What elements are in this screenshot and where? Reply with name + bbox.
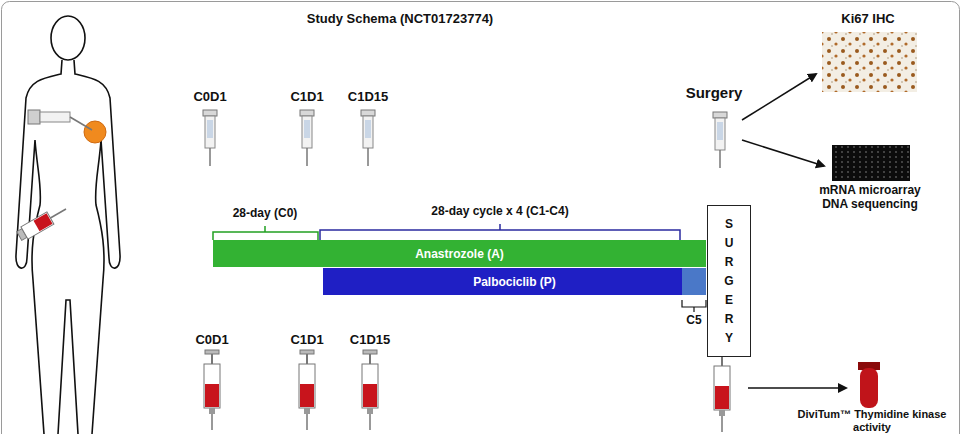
timepoint-label: C0D1 <box>195 333 228 348</box>
cycle-bracket <box>320 224 680 240</box>
blood-syringe-icon <box>16 203 70 242</box>
node-text: Palbociclib (P) <box>473 275 556 289</box>
ki67-stain-image <box>822 32 917 92</box>
leader-arrow <box>742 74 816 120</box>
biopsy-needle-icon <box>28 110 92 130</box>
biopsy-needle <box>203 110 217 166</box>
head-outline <box>51 16 85 60</box>
timepoint-label: C5 <box>686 314 701 328</box>
blood-syringe <box>299 350 315 430</box>
blood-tube <box>858 362 880 408</box>
timepoint-label: 28-day cycle x 4 (C1-C4) <box>431 205 568 219</box>
node-text: S U R G E R Y <box>722 215 736 348</box>
needle-handle <box>28 110 40 124</box>
timepoint-label: C1D1 <box>290 333 323 348</box>
leader-arrow <box>748 387 846 389</box>
timepoint-label: Surgery <box>686 84 743 101</box>
syringe-blood <box>34 213 53 231</box>
timepoint-label: DiviTum™ Thymidine kinase activity <box>792 408 952 433</box>
needle-tip <box>70 117 92 130</box>
biopsy-needle <box>361 110 375 166</box>
blood-syringe <box>362 350 378 430</box>
biopsy-needle <box>300 110 314 166</box>
microarray-image <box>832 145 910 181</box>
timepoint-label: C1D1 <box>290 90 323 105</box>
blood-syringe <box>714 352 730 432</box>
timepoint-label: Ki67 IHC <box>841 12 894 27</box>
syringe-needle <box>50 209 66 218</box>
drug-bar: Palbociclib (P) <box>323 268 706 295</box>
cycle-bracket <box>213 226 318 240</box>
biopsy-needle <box>713 112 727 168</box>
patient-silhouette <box>16 16 120 434</box>
cycle-bracket <box>682 300 706 312</box>
leader-arrow <box>742 140 824 166</box>
timepoint-label: C1D15 <box>348 90 388 105</box>
timepoint-label: 28-day (C0) <box>233 207 298 221</box>
timepoint-label: C0D1 <box>193 90 226 105</box>
tumor-lesion <box>84 121 106 143</box>
timepoint-label: C1D15 <box>350 333 390 348</box>
needle-barrel <box>40 112 70 122</box>
leg-outline <box>58 300 78 434</box>
node-text: Anastrozole (A) <box>415 247 504 261</box>
surgery-box: S U R G E R Y <box>707 205 751 357</box>
timepoint-label: mRNA microarray DNA sequencing <box>805 184 935 212</box>
drug-bar: Anastrozole (A) <box>213 240 706 267</box>
blood-syringe <box>204 350 220 430</box>
syringe-barrel <box>21 212 54 239</box>
tube-body <box>860 368 878 408</box>
body-outline-right <box>74 60 120 434</box>
figure-title: Study Schema (NCT01723774) <box>307 12 493 27</box>
